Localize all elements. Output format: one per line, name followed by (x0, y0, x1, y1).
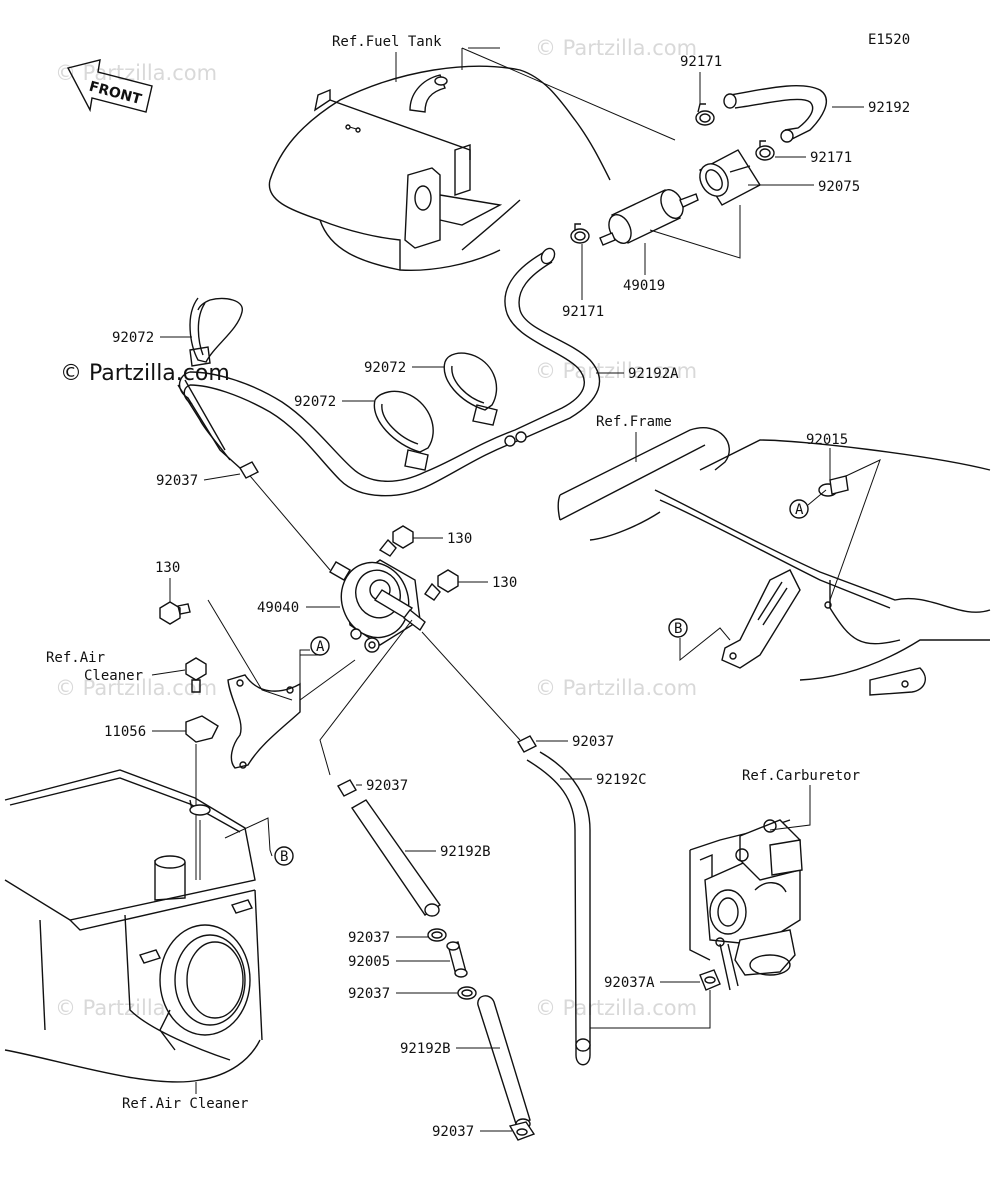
marker-a-right: A (789, 499, 809, 519)
part-label-92037: 92037 (348, 930, 390, 946)
hose-92192B-upper (350, 799, 441, 917)
air-cleaner (4, 769, 263, 1083)
bolt-130-b (424, 569, 459, 601)
clamp-92171-mid (755, 140, 775, 161)
part-label-49019: 49019 (623, 278, 665, 294)
clamp-92037-upper (239, 461, 259, 479)
watermark-main: © Partzilla.com (60, 361, 230, 386)
marker-b-label: B (280, 849, 288, 865)
watermark: © Partzilla.com (535, 676, 697, 700)
watermark: © Partzilla.com (535, 36, 697, 60)
strap-92072-right (443, 352, 498, 426)
part-label-130: 130 (492, 575, 517, 591)
clamp-92037-right (517, 735, 537, 753)
part-label-11056: 11056 (104, 724, 146, 740)
nut-11056 (185, 715, 219, 743)
clamp-92037A (699, 969, 721, 991)
marker-b-right: B (668, 618, 688, 638)
part-label-92072: 92072 (364, 360, 406, 376)
fuel-pump-49040 (329, 559, 426, 653)
joint-92005 (446, 941, 468, 978)
part-label-92037A: 92037A (604, 975, 655, 991)
part-label-92037: 92037 (348, 986, 390, 1002)
bolt-130-a (378, 525, 414, 557)
part-label-92037: 92037 (432, 1124, 474, 1140)
part-labels: 92171 92192 92171 92075 49019 92171 9207… (104, 54, 910, 1140)
clamp-92171-top (695, 103, 715, 126)
part-label-92037: 92037 (156, 473, 198, 489)
clamp-92037-bottom (508, 1121, 536, 1141)
part-label-92072: 92072 (112, 330, 154, 346)
ref-frame-label: Ref.Frame (596, 414, 672, 430)
part-label-130: 130 (155, 560, 180, 576)
hose-92192B-lower (477, 995, 531, 1130)
ref-air-cleaner-top-label-2: Cleaner (84, 668, 143, 684)
carburetor (689, 819, 803, 991)
part-label-92192B: 92192B (400, 1041, 451, 1057)
watermark: © Partzilla.com (55, 676, 217, 700)
part-label-92171: 92171 (562, 304, 604, 320)
watermarks: © Partzilla.com © Partzilla.com © Partzi… (55, 36, 697, 1020)
hose-92192A (177, 247, 601, 497)
hose-92192C (526, 751, 591, 1066)
clamp-92037-mid (427, 928, 447, 942)
part-label-92037: 92037 (366, 778, 408, 794)
fuel-tank (268, 65, 611, 272)
bolt-air-cleaner (185, 657, 207, 693)
part-label-130: 130 (447, 531, 472, 547)
ref-air-cleaner-top-label: Ref.Air (46, 650, 105, 666)
filter-holder-92075 (699, 149, 761, 206)
marker-a-label: A (795, 502, 804, 518)
hose-92192 (723, 85, 827, 143)
bolt-130-c (159, 601, 191, 625)
ref-carburetor-label: Ref.Carburetor (742, 768, 860, 784)
part-label-92075: 92075 (818, 179, 860, 195)
part-label-92192B: 92192B (440, 844, 491, 860)
part-label-92192: 92192 (868, 100, 910, 116)
strap-92072-left (189, 297, 243, 367)
fuel-filter-49019 (599, 189, 699, 246)
frame (557, 427, 991, 696)
marker-a-label: A (316, 639, 325, 655)
marker-b-left: B (274, 846, 294, 866)
marker-b-label: B (674, 621, 682, 637)
part-label-92015: 92015 (806, 432, 848, 448)
clamp-92037-low (457, 986, 477, 1000)
strap-92072-middle (373, 390, 434, 471)
clamp-92171-lower (570, 223, 590, 244)
part-label-92192C: 92192C (596, 772, 647, 788)
part-label-92037: 92037 (572, 734, 614, 750)
part-label-92072: 92072 (294, 394, 336, 410)
watermark: © Partzilla.com (535, 996, 697, 1020)
part-label-92192A: 92192A (628, 366, 679, 382)
bracket-11056 (227, 674, 301, 769)
marker-a-left: A (310, 636, 330, 656)
diagram-id: E1520 (868, 32, 910, 48)
ref-fuel-tank-label: Ref.Fuel Tank (332, 34, 442, 50)
part-label-92171: 92171 (680, 54, 722, 70)
part-label-49040: 49040 (257, 600, 299, 616)
watermark: © Partzilla.com (535, 359, 697, 383)
part-label-92171: 92171 (810, 150, 852, 166)
part-92015 (818, 475, 849, 497)
ref-air-cleaner-bottom-label: Ref.Air Cleaner (122, 1096, 248, 1112)
clamp-92037-left (337, 779, 357, 797)
part-label-92005: 92005 (348, 954, 390, 970)
